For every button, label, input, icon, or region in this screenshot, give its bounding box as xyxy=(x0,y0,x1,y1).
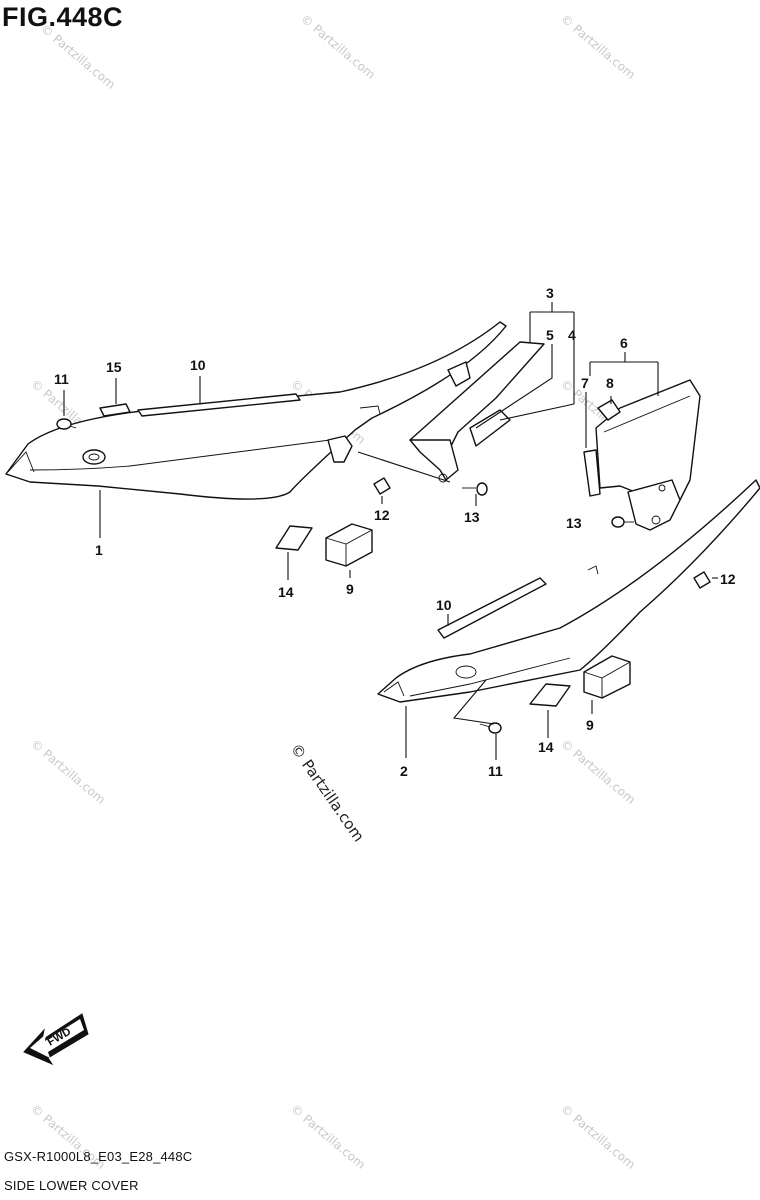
callout-1: 1 xyxy=(95,542,103,558)
fwd-arrow: FWD xyxy=(23,1013,89,1066)
part-2-side-cover xyxy=(377,479,760,703)
watermark: © Partzilla.com xyxy=(28,737,108,807)
watermark: © Partzilla.com xyxy=(558,1102,638,1172)
part-1-side-cover xyxy=(5,321,507,500)
callout-10: 10 xyxy=(436,597,452,613)
callout-10: 10 xyxy=(190,357,206,373)
callout-11: 11 xyxy=(488,763,503,779)
figure-caption: SIDE LOWER COVER xyxy=(4,1178,139,1193)
callout-14: 14 xyxy=(538,739,554,755)
part-11-screw-lower xyxy=(479,722,502,734)
callout-12: 12 xyxy=(374,507,390,523)
part-6-cover xyxy=(595,379,701,531)
part-12-clip-upper xyxy=(373,477,391,495)
watermark: © Partzilla.com xyxy=(288,1102,368,1172)
part-7-pad xyxy=(583,449,601,497)
part-9-block-upper xyxy=(325,523,373,567)
watermark: © Partzilla.com xyxy=(298,12,378,82)
callout-13: 13 xyxy=(566,515,582,531)
part-12-clip-lower xyxy=(693,571,711,589)
callout-2: 2 xyxy=(400,763,408,779)
figure-title: FIG.448C xyxy=(2,2,124,32)
part-14-pad-upper xyxy=(275,525,313,551)
part-10-strip-lower xyxy=(437,577,547,639)
callout-8: 8 xyxy=(606,375,614,391)
part-14-pad-lower xyxy=(529,683,571,707)
callout-14: 14 xyxy=(278,584,294,600)
part-13-screw-lower xyxy=(611,516,634,528)
watermark-center: © Partzilla.com xyxy=(287,740,368,845)
callout-9: 9 xyxy=(586,717,594,733)
model-code: GSX-R1000L8_E03_E28_448C xyxy=(4,1149,193,1164)
callout-3: 3 xyxy=(546,285,554,301)
callout-13: 13 xyxy=(464,509,480,525)
callout-5: 5 xyxy=(546,327,554,343)
callout-labels: 11 15 10 1 14 9 12 13 3 5 4 6 7 8 13 12 … xyxy=(54,285,736,779)
watermark: © Partzilla.com xyxy=(558,737,638,807)
callout-7: 7 xyxy=(581,375,589,391)
callout-9: 9 xyxy=(346,581,354,597)
callout-15: 15 xyxy=(106,359,122,375)
callout-12: 12 xyxy=(720,571,736,587)
part-11-screw-upper xyxy=(56,418,77,430)
watermark: © Partzilla.com xyxy=(558,12,638,82)
callout-6: 6 xyxy=(620,335,628,351)
part-10-strip-upper xyxy=(137,393,301,417)
part-8-pad xyxy=(597,399,621,421)
callout-11: 11 xyxy=(54,371,69,387)
part-13-screw-upper xyxy=(462,482,488,496)
callout-4: 4 xyxy=(568,327,576,343)
part-9-block-lower xyxy=(583,655,631,699)
part-15-pad xyxy=(99,403,131,417)
watermark-group: © Partzilla.com © Partzilla.com © Partzi… xyxy=(28,12,638,1172)
leader-lines xyxy=(63,302,718,760)
watermark: © Partzilla.com xyxy=(38,22,118,92)
